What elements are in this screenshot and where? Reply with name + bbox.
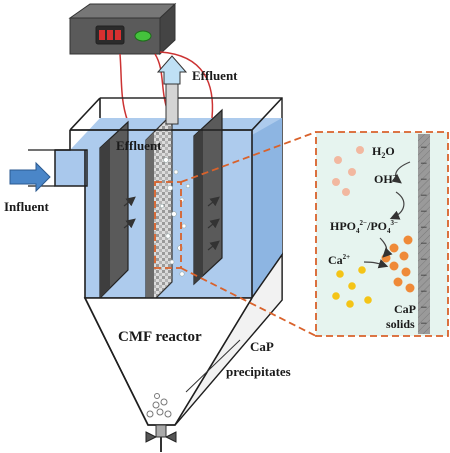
svg-text:−: − — [420, 287, 428, 297]
calcium-label: Ca2+ — [328, 253, 350, 267]
svg-text:−: − — [420, 223, 428, 233]
svg-text:−: − — [420, 143, 428, 153]
phosphate-label: HPO42−/PO43− — [330, 219, 398, 235]
precipitates-label-line1: CaP — [250, 339, 274, 354]
hydroxide-label: OH− — [374, 171, 398, 186]
diagram-labels: Effluent Effluent Influent CMF reactor C… — [4, 68, 416, 379]
water-label: H2O — [372, 144, 395, 160]
electrode-left — [99, 120, 129, 300]
calcium-ions — [332, 266, 372, 308]
precipitates-leader — [185, 339, 241, 393]
zoom-panel: − − − − − − − − − − − − — [315, 131, 449, 337]
svg-text:−: − — [420, 255, 428, 265]
reactor-label: CMF reactor — [118, 329, 202, 345]
svg-text:−: − — [420, 175, 428, 185]
svg-text:−: − — [420, 191, 428, 201]
effluent-arrow-icon — [156, 55, 188, 85]
svg-text:−: − — [420, 207, 428, 217]
flow-arrows — [123, 196, 220, 251]
solids-label-line2: solids — [386, 317, 415, 331]
electrode-right — [193, 108, 223, 286]
precipitate-particles — [146, 393, 172, 418]
effluent-top-label: Effluent — [192, 68, 238, 83]
svg-text:−: − — [420, 239, 428, 249]
psu-knob-icon — [134, 30, 152, 42]
effluent-inner-label: Effluent — [116, 138, 162, 153]
svg-text:−: − — [420, 271, 428, 281]
drain-valve-icon — [145, 424, 177, 452]
svg-text:−: − — [420, 159, 428, 169]
solids-label-line1: CaP — [394, 302, 416, 316]
influent-label: Influent — [4, 199, 49, 214]
hydroxide-ions — [332, 146, 364, 196]
svg-text:−: − — [420, 303, 428, 313]
settling-hopper — [83, 252, 283, 452]
reaction-arrows — [363, 161, 411, 269]
power-supply — [68, 2, 177, 56]
surface-charges: − − − − − − − − − − − − — [420, 143, 428, 329]
effluent-outlet — [156, 55, 188, 125]
svg-text:−: − — [420, 319, 428, 329]
precipitates-label-line2: precipitates — [226, 364, 291, 379]
zoom-connector — [154, 131, 317, 337]
influent-arrow-icon — [9, 161, 51, 193]
